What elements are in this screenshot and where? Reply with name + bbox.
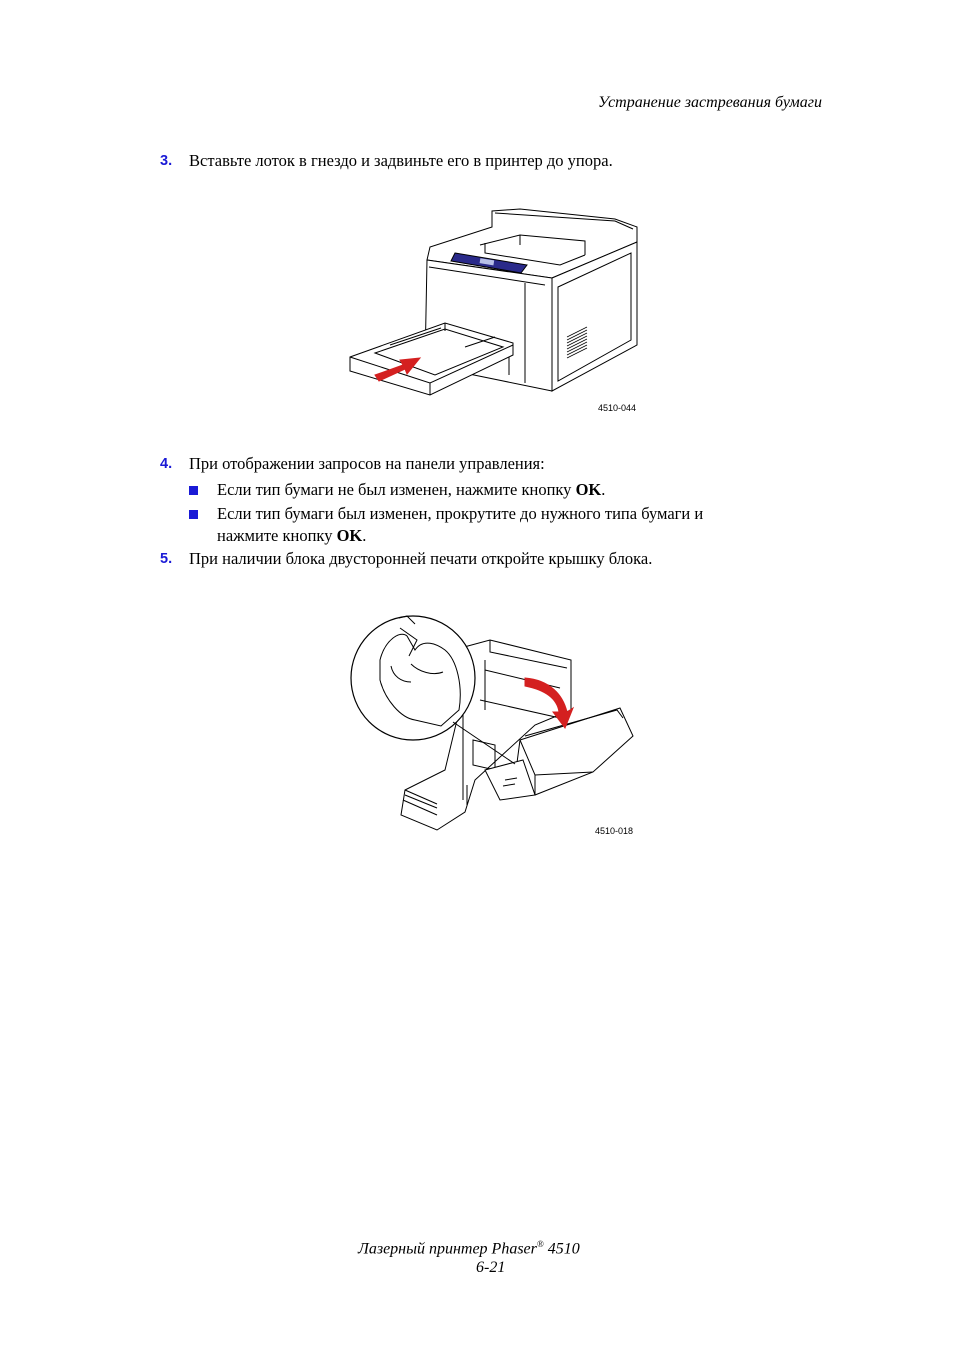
duplex-unit-illustration: 4510-018 xyxy=(345,600,645,840)
footer-product: Лазерный принтер Phaser® 4510 xyxy=(358,1239,580,1258)
bullet-text: Если тип бумаги не был изменен, нажмите … xyxy=(217,480,606,499)
step-text: При отображении запросов на панели управ… xyxy=(189,454,545,473)
bullet-square-icon xyxy=(189,510,198,519)
bullet-text: Если тип бумаги был изменен, прокрутите … xyxy=(217,504,704,545)
step-number: 4. xyxy=(160,456,173,472)
step-text: Вставьте лоток в гнездо и задвиньте его … xyxy=(189,151,613,170)
figure-code: 4510-018 xyxy=(595,826,634,836)
figure-code: 4510-044 xyxy=(598,403,637,413)
step-number: 3. xyxy=(160,153,173,169)
step-text: При наличии блока двусторонней печати от… xyxy=(189,549,653,568)
printer-tray-illustration: 4510-044 xyxy=(345,205,645,415)
page-number: 6-21 xyxy=(476,1259,506,1276)
running-header: Устранение застревания бумаги xyxy=(598,94,822,111)
step-number: 5. xyxy=(160,551,173,567)
bullet-square-icon xyxy=(189,486,198,495)
